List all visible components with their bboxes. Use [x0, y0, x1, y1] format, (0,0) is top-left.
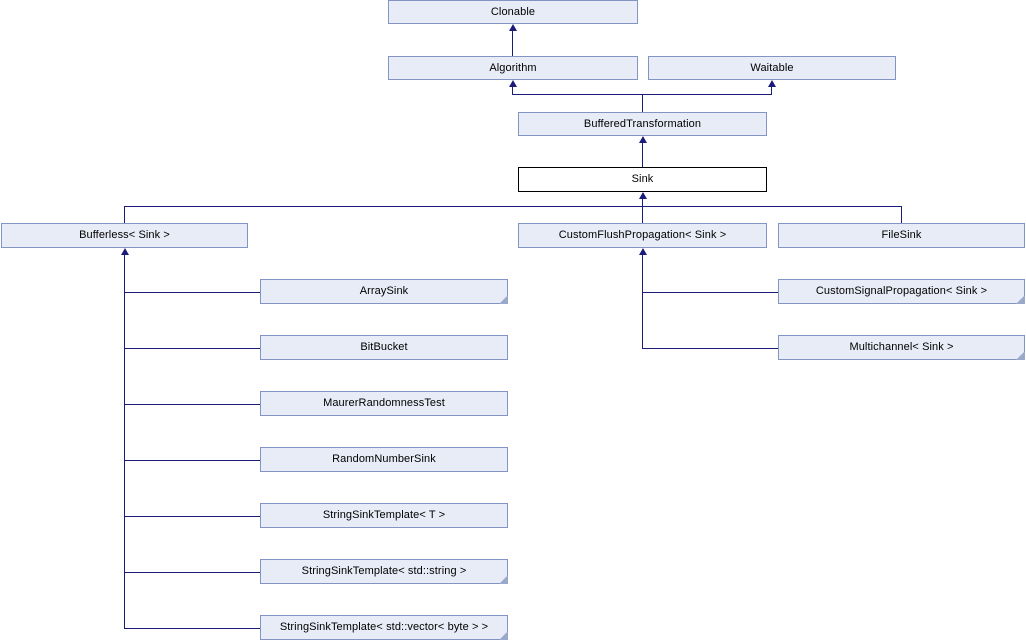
- class-node-label: Bufferless< Sink >: [79, 229, 170, 241]
- class-node-customflushpropagation-sink[interactable]: CustomFlushPropagation< Sink >: [518, 223, 767, 248]
- class-node-label: StringSinkTemplate< std::string >: [301, 565, 467, 577]
- edge-bufferless-trunk: [124, 252, 125, 628]
- edge-bufferless-bitbucket: [124, 348, 260, 349]
- class-node-clonable[interactable]: Clonable: [388, 0, 638, 24]
- class-node-label: StringSinkTemplate< T >: [322, 509, 446, 521]
- edge-bufferless-randomnumbersink: [124, 460, 260, 461]
- edge-sink-children-arrowhead: [639, 192, 647, 199]
- class-node-sink[interactable]: Sink: [518, 167, 767, 192]
- edge-clonable-algorithm-vertical: [512, 27, 513, 56]
- class-node-label: Clonable: [490, 5, 536, 18]
- class-node-label: FileSink: [881, 229, 922, 241]
- class-node-multichannel-sink[interactable]: Multichannel< Sink >: [778, 335, 1025, 360]
- class-node-randomnumbersink[interactable]: RandomNumberSink: [260, 447, 508, 472]
- class-node-label: Waitable: [750, 61, 794, 74]
- class-node-stringsinktemplate-vector-byte[interactable]: StringSinkTemplate< std::vector< byte > …: [260, 615, 508, 640]
- class-node-label: StringSinkTemplate< std::vector< byte > …: [279, 621, 489, 633]
- class-node-bufferless-sink[interactable]: Bufferless< Sink >: [1, 223, 248, 248]
- edge-waitable-bt-arrowhead: [768, 80, 776, 87]
- class-node-arraysink[interactable]: ArraySink: [260, 279, 508, 304]
- edge-bt-sink-arrowhead: [639, 136, 647, 143]
- edge-cfp-multichannel: [642, 348, 778, 349]
- edge-cfp-trunk: [642, 252, 643, 348]
- class-node-label: Multichannel< Sink >: [849, 341, 954, 353]
- class-node-label: CustomFlushPropagation< Sink >: [558, 229, 727, 241]
- class-node-waitable[interactable]: Waitable: [648, 56, 896, 80]
- class-node-label: Algorithm: [489, 61, 537, 74]
- class-node-label: Sink: [631, 173, 654, 185]
- class-node-algorithm[interactable]: Algorithm: [388, 56, 638, 80]
- class-node-label: CustomSignalPropagation< Sink >: [815, 285, 988, 297]
- edge-bufferless-stringsinktemplate-string: [124, 572, 260, 573]
- class-node-filesink[interactable]: FileSink: [778, 223, 1025, 248]
- edge-waitable-bt-stub: [771, 83, 772, 94]
- class-node-customsignalpropagation-sink[interactable]: CustomSignalPropagation< Sink >: [778, 279, 1025, 304]
- class-node-bufferedtransformation[interactable]: BufferedTransformation: [518, 112, 767, 136]
- class-node-label: ArraySink: [359, 285, 409, 297]
- edge-bufferless-arraysink: [124, 292, 260, 293]
- class-node-stringsinktemplate-string[interactable]: StringSinkTemplate< std::string >: [260, 559, 508, 584]
- class-node-label: MaurerRandomnessTest: [323, 397, 445, 409]
- edge-algorithm-bt-arrowhead: [509, 80, 517, 87]
- class-node-label: RandomNumberSink: [332, 453, 436, 465]
- edge-cfp-children-arrowhead: [639, 248, 647, 255]
- edge-bufferless-maurerrandomnesstest: [124, 404, 260, 405]
- class-node-maurerrandomnesstest[interactable]: MaurerRandomnessTest: [260, 391, 508, 416]
- edge-sink-filesink-drop: [901, 206, 902, 223]
- edge-sink-children-bar: [124, 206, 902, 207]
- class-node-bitbucket[interactable]: BitBucket: [260, 335, 508, 360]
- edge-clonable-algorithm-arrowhead: [509, 24, 517, 31]
- class-node-stringsinktemplate-t[interactable]: StringSinkTemplate< T >: [260, 503, 508, 528]
- edge-bufferless-stringsinktemplate-vector: [124, 628, 260, 629]
- edge-algorithm-bt-stub: [512, 83, 513, 94]
- edge-bt-sink-vertical: [642, 139, 643, 167]
- edge-bufferless-children-arrowhead: [121, 248, 129, 255]
- edge-bufferless-stringsinktemplate-t: [124, 516, 260, 517]
- edge-sink-children-riser: [642, 195, 643, 206]
- edge-sink-bufferless-drop: [124, 206, 125, 223]
- edge-cfp-customsignalpropagation: [642, 292, 778, 293]
- class-node-label: BitBucket: [360, 341, 408, 353]
- edge-sink-cfp-drop: [642, 206, 643, 223]
- edge-bt-riser: [642, 94, 643, 112]
- class-node-label: BufferedTransformation: [583, 117, 702, 130]
